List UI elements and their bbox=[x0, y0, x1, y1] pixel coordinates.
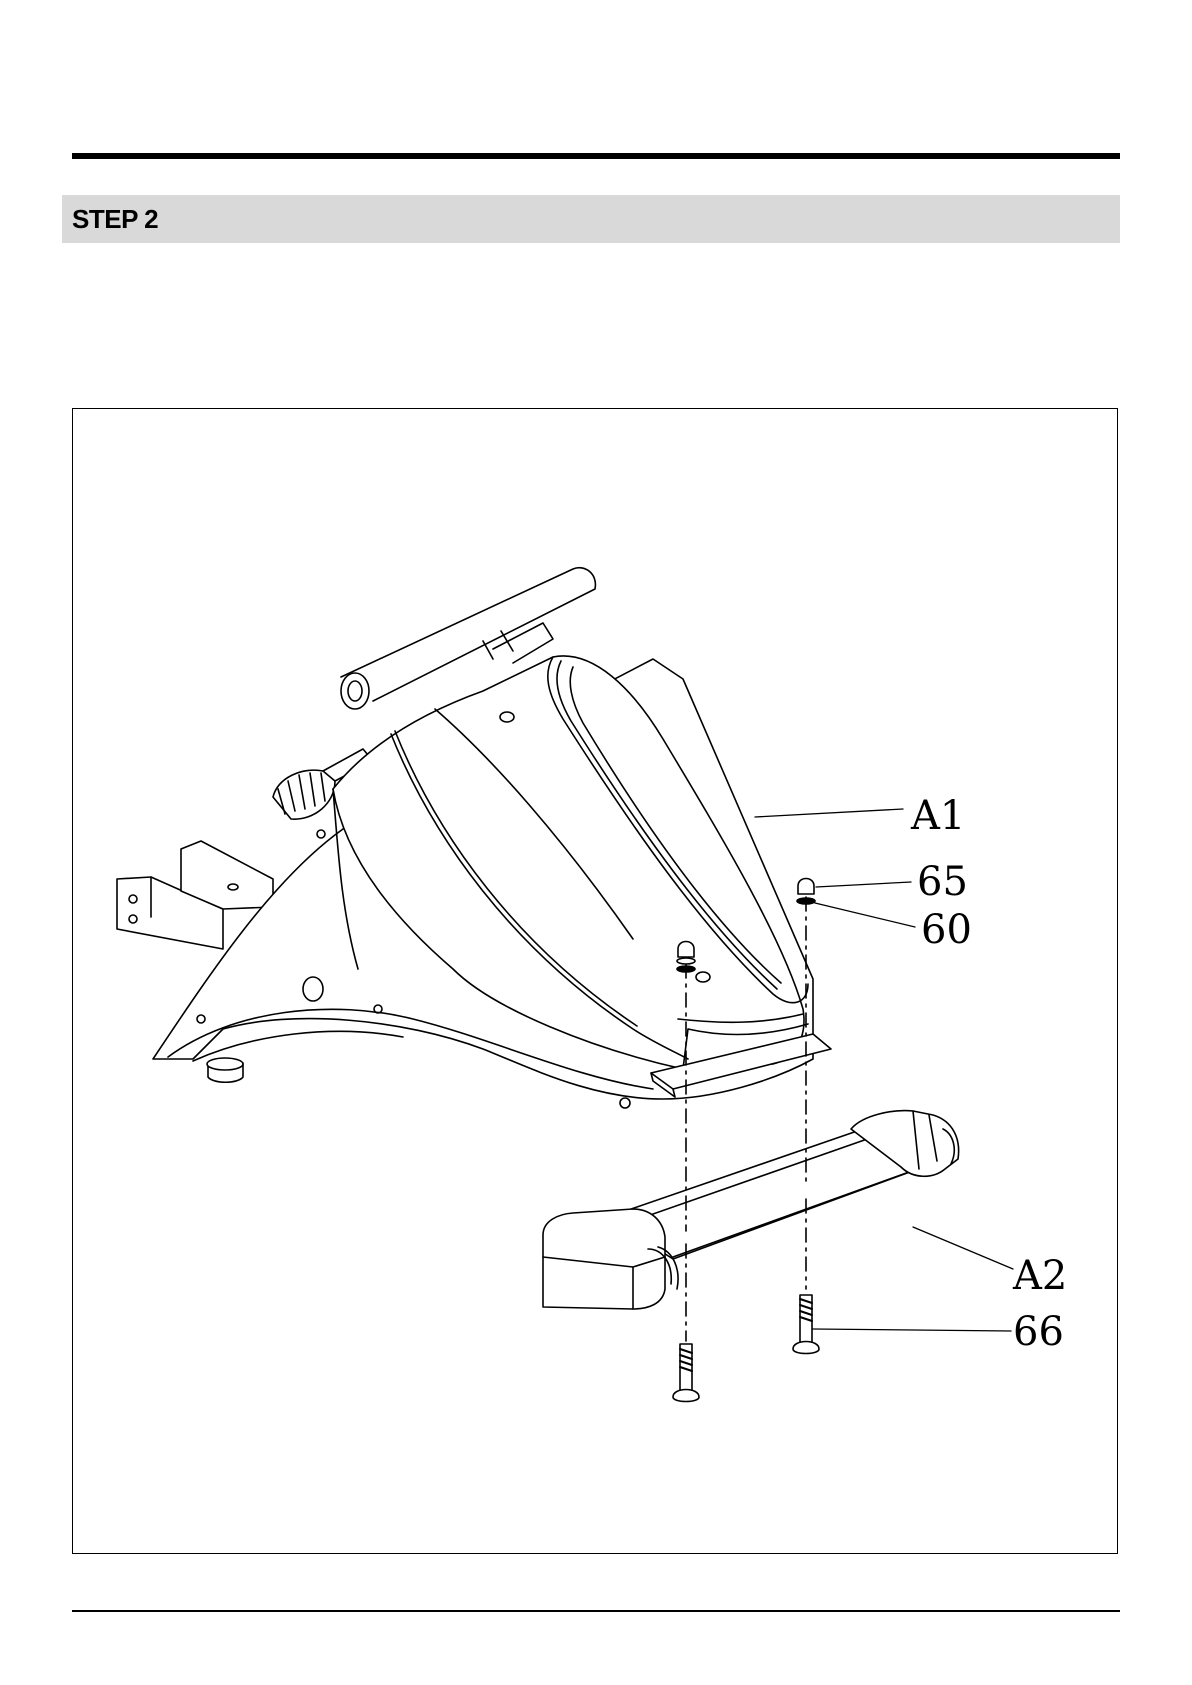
header-rule bbox=[72, 153, 1120, 159]
callout-a1: A1 bbox=[910, 793, 965, 839]
assembly-diagram: A1 65 60 A2 66 bbox=[73, 409, 1119, 1555]
assembly-figure-frame: A1 65 60 A2 66 bbox=[72, 408, 1118, 1554]
cap-nut-65-left bbox=[677, 942, 695, 965]
washer-60-left bbox=[677, 966, 695, 972]
carriage-bolt-66-right bbox=[793, 1295, 819, 1354]
cap-nut-65-right bbox=[798, 879, 814, 895]
carriage-bolt-66-left bbox=[673, 1344, 699, 1402]
front-stabilizer bbox=[543, 1111, 959, 1309]
step-title: STEP 2 bbox=[72, 204, 158, 235]
callout-60: 60 bbox=[921, 907, 972, 953]
footer-rule bbox=[72, 1610, 1120, 1612]
leader-lines bbox=[755, 809, 1013, 1331]
washer-60-right bbox=[797, 898, 815, 904]
callout-a2: A2 bbox=[1012, 1253, 1067, 1299]
callout-65: 65 bbox=[917, 859, 968, 905]
callout-66: 66 bbox=[1013, 1309, 1064, 1355]
step-header-bar: STEP 2 bbox=[62, 195, 1120, 243]
